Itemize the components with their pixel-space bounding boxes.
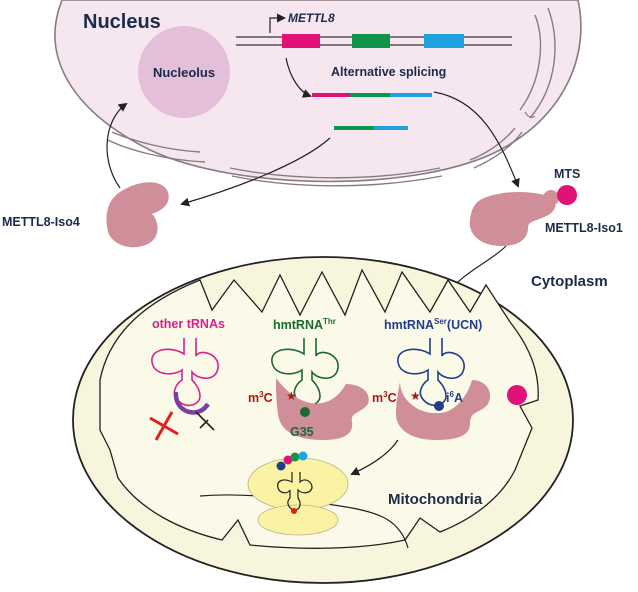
nucleolus-label: Nucleolus — [153, 65, 215, 80]
iso1-protein — [469, 192, 556, 246]
thr-bound-protein — [276, 378, 369, 440]
exon-2 — [352, 34, 390, 48]
export-arrow-iso4 — [180, 137, 331, 207]
exon-3 — [424, 34, 464, 48]
mts-dot — [557, 185, 577, 205]
mts-label: MTS — [554, 167, 580, 181]
ribosome-trna-mod — [291, 508, 297, 514]
aa-dot-2 — [283, 455, 293, 465]
other-trnas-label: other tRNAs — [152, 317, 225, 331]
aa-dot-1 — [276, 461, 286, 471]
gene-locus — [236, 13, 512, 48]
import-arrow-nucleolus — [106, 102, 128, 189]
iso4-protein — [106, 182, 169, 248]
iso1-label: METTL8-Iso1 — [545, 221, 623, 235]
red-x-2 — [149, 416, 179, 436]
inhibition-bar — [195, 411, 215, 431]
gene-label: METTL8 — [288, 11, 335, 25]
iso4-label: METTL8-Iso4 — [2, 215, 80, 229]
mts-dot-mito — [507, 385, 527, 405]
ribosome-small-subunit — [257, 504, 339, 536]
splicing-label: Alternative splicing — [331, 65, 446, 79]
nucleolus — [138, 26, 230, 118]
ser-m3c-star: ★ — [410, 389, 421, 403]
other-trna-block-arc — [173, 391, 210, 415]
iso1-linker — [543, 190, 559, 206]
g35-label: G35 — [290, 425, 314, 439]
g35-dot — [300, 407, 310, 417]
export-arrow-iso1 — [433, 91, 520, 188]
thr-label: hmtRNAThr — [273, 317, 336, 332]
aa-dot-3 — [290, 452, 300, 462]
aa-dot-4 — [298, 451, 308, 461]
transcript-iso4 — [334, 126, 408, 130]
ser-i6a-label: i6A — [446, 390, 463, 405]
ser-label: hmtRNASer(UCN) — [384, 317, 482, 332]
translation-arrow — [350, 439, 399, 476]
splicing-arrow — [285, 57, 312, 98]
i6a-dot — [434, 401, 444, 411]
thr-m3c-star: ★ — [286, 389, 297, 403]
transcript-iso1 — [312, 93, 432, 97]
ser-m3c-label: m3C — [372, 390, 397, 405]
promoter-arrow — [269, 13, 286, 33]
nucleus-label: Nucleus — [83, 11, 161, 33]
exon-1 — [282, 34, 320, 48]
cytoplasm-label: Cytoplasm — [531, 273, 608, 290]
thr-m3c-label: m3C — [248, 390, 273, 405]
mitochondria-label: Mitochondria — [388, 491, 483, 508]
inhibition-head — [199, 419, 209, 429]
other-trna — [151, 338, 219, 407]
mrna-line — [199, 494, 409, 549]
ser-bound-protein — [396, 380, 491, 440]
ribosome-large-subunit — [247, 457, 349, 511]
